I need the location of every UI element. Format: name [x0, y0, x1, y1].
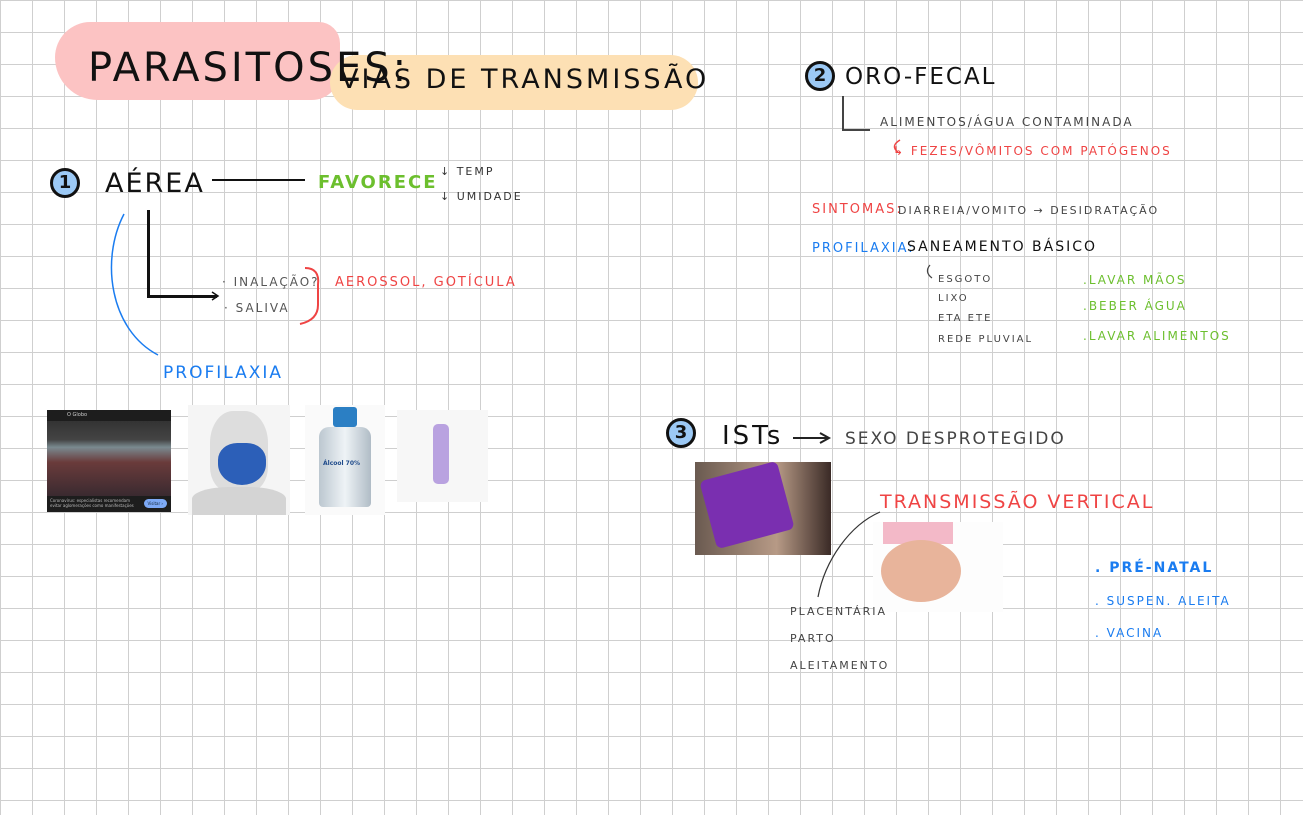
favorece-label: Favorece: [318, 172, 438, 193]
section1-number: 1: [50, 168, 80, 198]
sexo-desprotegido: Sexo desprotegido: [845, 429, 1066, 449]
saneamento-eta: ETA ETE: [938, 313, 993, 324]
title-highlight-pink: [55, 22, 340, 100]
sintomas-text: Diarreia/vomito → Desidratação: [898, 204, 1160, 217]
bottle-body: [319, 427, 371, 507]
sintomas-label: Sintomas:: [812, 202, 903, 217]
route-inalacao: · Inalação?: [222, 275, 320, 289]
news-source: O Globo: [67, 412, 88, 418]
oro-branch-horizontal: [842, 129, 870, 131]
water-bottle: [433, 424, 449, 484]
prevention-vacina: . Vacina: [1095, 626, 1164, 640]
branch-vertical: [147, 210, 150, 298]
news-visit-button[interactable]: Visitar ›: [143, 499, 167, 508]
prevention-suspen-aleita: . Suspen. aleita: [1095, 594, 1231, 608]
section2-number: 2: [805, 61, 835, 91]
alcohol-label: Álcool 70%: [323, 460, 361, 467]
oro-branch-vertical: [842, 96, 844, 130]
habit-beber-agua: .Beber água: [1083, 299, 1187, 313]
route-saliva: · Saliva: [224, 301, 290, 315]
condom-image: [695, 462, 831, 555]
mannequin-shoulders: [192, 487, 286, 515]
blue-mask: [218, 443, 266, 485]
section3-number: 3: [666, 418, 696, 448]
water-bottle-image: [397, 410, 488, 502]
prevention-pre-natal: . Pré-natal: [1095, 560, 1214, 576]
profilaxia-label: Profilaxia: [163, 363, 284, 383]
route-parto: Parto: [790, 632, 836, 645]
bottle-cap: [333, 407, 357, 427]
section3-heading: ISTs: [722, 421, 784, 451]
contamination-source: Alimentos/água contaminada: [880, 115, 1134, 129]
transmissao-vertical: Transmissão vertical: [880, 491, 1155, 513]
crowd-photo: [47, 421, 171, 496]
saneamento-esgoto: Esgoto: [938, 274, 993, 285]
pregnant-belly-image: [873, 522, 1003, 612]
profilaxia2-label: Profilaxia:: [812, 241, 915, 256]
connector-line: [212, 179, 305, 181]
title-highlight-orange: [330, 55, 698, 110]
habit-lavar-maos: .Lavar mãos: [1083, 273, 1187, 287]
profilaxia-curve: [110, 213, 159, 356]
branch-horizontal: [147, 295, 217, 298]
contamination-detail: ↳ fezes/vômitos com patógenos: [893, 144, 1172, 158]
title-part1: Parasitoses:: [88, 45, 410, 91]
section1-heading: Aérea: [105, 168, 205, 199]
saneamento-rede: Rede pluvial: [938, 334, 1034, 345]
route-aleitamento: Aleitamento: [790, 659, 890, 672]
title-part2: Vias de transmissão: [340, 64, 710, 95]
ist-arrow: [793, 432, 832, 444]
news-caption: Coronavírus: especialistas recomendam ev…: [50, 498, 134, 508]
alcohol-image: Álcool 70%: [305, 405, 385, 515]
result-aerossol: Aerossol, gotícula: [335, 275, 517, 290]
factor-umidade: ↓ Umidade: [440, 190, 523, 203]
route-placentaria: Placentária: [790, 605, 888, 618]
saneamento-hook: [926, 264, 933, 279]
habit-lavar-alimentos: .Lavar alimentos: [1083, 329, 1231, 343]
belly: [881, 540, 961, 602]
pink-top: [883, 522, 953, 544]
news-image: O Globo Coronavírus: especialistas recom…: [47, 410, 171, 512]
saneamento-lixo: Lixo: [938, 293, 969, 304]
section2-heading: Oro-fecal: [845, 64, 997, 90]
mask-image: [188, 405, 290, 515]
condom-packet: [699, 462, 795, 550]
factor-temp: ↓ Temp: [440, 165, 495, 178]
saneamento-label: Saneamento Básico: [907, 239, 1098, 255]
